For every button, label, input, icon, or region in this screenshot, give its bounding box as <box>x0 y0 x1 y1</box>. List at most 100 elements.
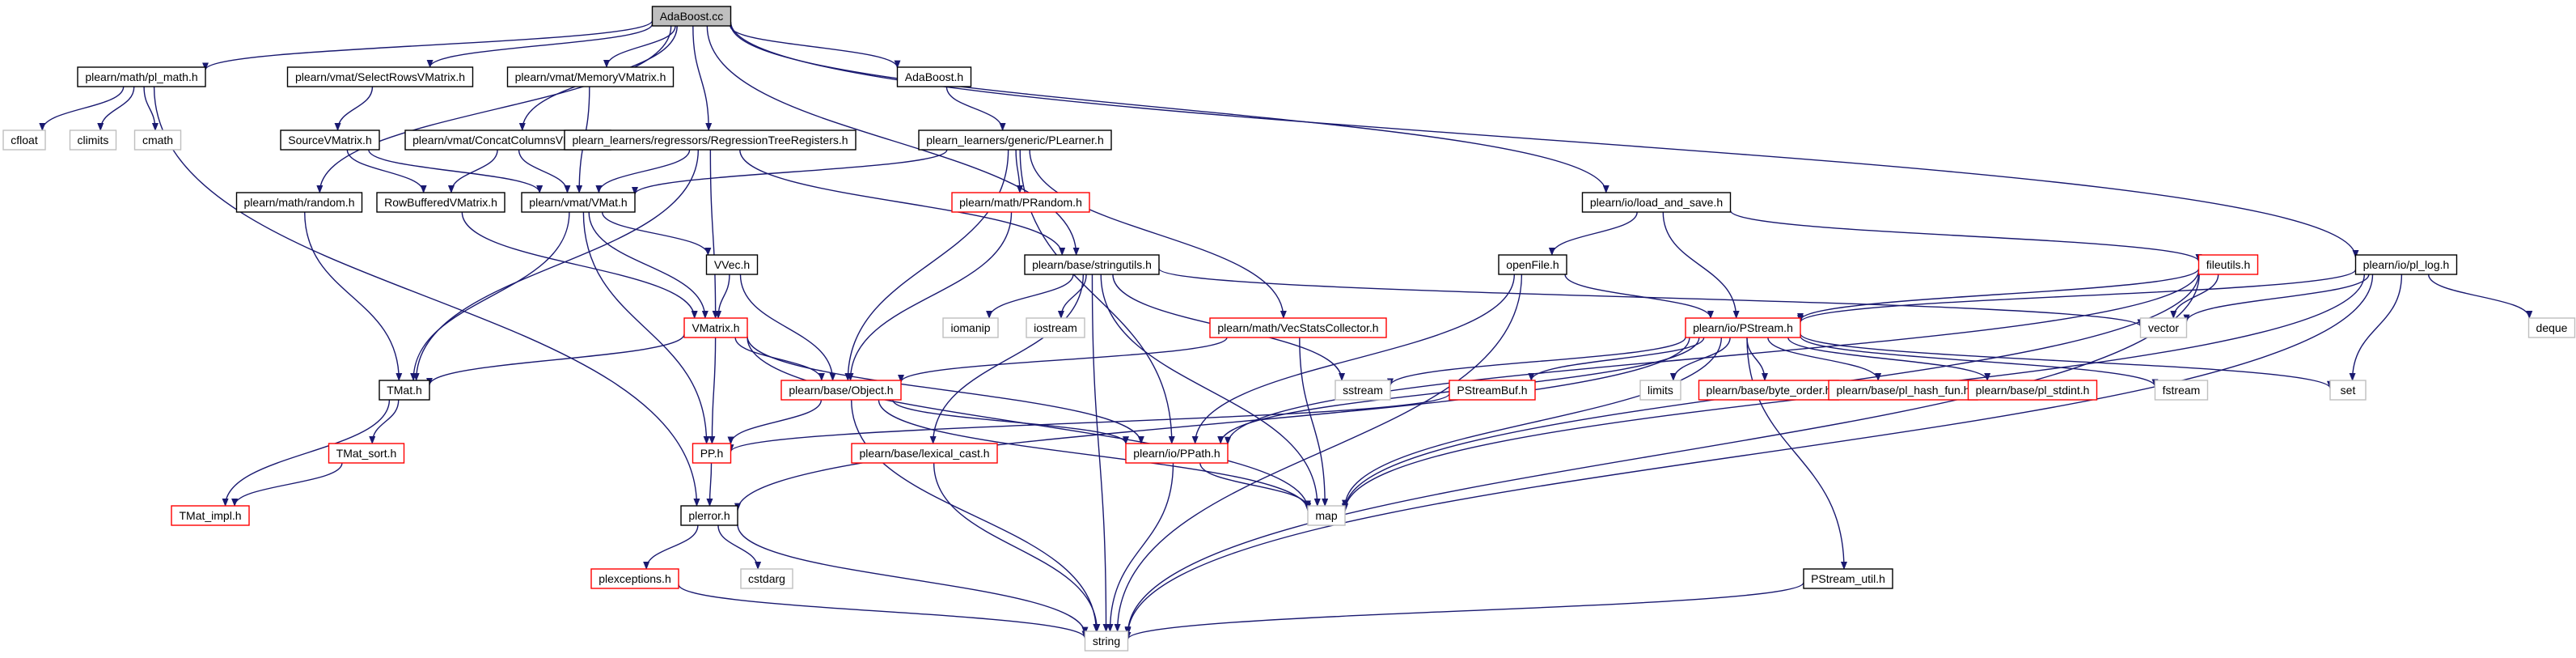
node-box <box>692 443 732 464</box>
node-box <box>851 443 998 464</box>
node-box <box>1498 254 1567 275</box>
node-box <box>951 192 1090 213</box>
node-box <box>69 129 117 151</box>
node-box <box>918 129 1112 151</box>
node-label: cstdarg <box>748 572 785 585</box>
node-box <box>740 568 793 589</box>
node-plearn-math-pl-math-h[interactable]: plearn/math/pl_math.h <box>77 66 206 87</box>
node-label: plearn/base/byte_order.h <box>1707 384 1832 397</box>
node-plearn-base-pl-stdint-h[interactable]: plearn/base/pl_stdint.h <box>1967 380 2098 401</box>
node-plerror-h[interactable]: plerror.h <box>680 505 738 526</box>
node-pstreambuf-h[interactable]: PStreamBuf.h <box>1449 380 1536 401</box>
node-iostream: iostream <box>1026 317 1085 338</box>
node-cfloat: cfloat <box>2 129 46 151</box>
node-label: plearn/math/VecStatsCollector.h <box>1217 321 1378 334</box>
edge-rowbuf-to-vmatrix <box>461 211 698 319</box>
edge-regtree-to-vmat <box>595 149 691 193</box>
node-label: deque <box>2536 321 2568 334</box>
node-box <box>280 129 380 151</box>
node-tmat-impl-h[interactable]: TMat_impl.h <box>171 505 250 526</box>
node-plexceptions-h[interactable]: plexceptions.h <box>590 568 679 589</box>
edge-concatcols-to-rowbuf <box>447 149 498 193</box>
node-label: VVec.h <box>714 258 750 271</box>
edge-pl_math-to-cmath <box>143 86 159 131</box>
node-plearn-io-pl-log-h[interactable]: plearn/io/pl_log.h <box>2354 254 2458 275</box>
node-label: fileutils.h <box>2206 258 2250 271</box>
node-plearn-vmat-vmat-h[interactable]: plearn/vmat/VMat.h <box>521 192 636 213</box>
edge-regtree-to-stringutils <box>739 149 1066 256</box>
edge-sourcevm-to-vmat <box>368 149 544 193</box>
edge-pstream_util-to-string <box>1124 582 1804 640</box>
edge-regtree-to-tmat <box>412 149 700 381</box>
node-plearn-io-load-and-save-h[interactable]: plearn/io/load_and_save.h <box>1581 192 1732 213</box>
node-label: AdaBoost.h <box>905 70 963 83</box>
node-plearn-base-object-h[interactable]: plearn/base/Object.h <box>780 380 902 401</box>
node-box <box>1803 568 1893 589</box>
node-plearn-base-stringutils-h[interactable]: plearn/base/stringutils.h <box>1024 254 1160 275</box>
node-label: string <box>1093 635 1120 647</box>
edge-adaboost_cc-to-load_save <box>730 23 1609 193</box>
edge-pl_log-to-string <box>1124 274 2374 636</box>
node-box <box>2329 380 2367 401</box>
edge-random-to-tmat <box>304 211 403 381</box>
edge-concatcols-to-vmat <box>518 149 571 193</box>
node-plearn-learners-regressors-regressiontreeregisters-h[interactable]: plearn_learners/regressors/RegressionTre… <box>564 129 857 151</box>
node-label: plearn/io/PPath.h <box>1133 447 1220 460</box>
node-plearn-math-random-h[interactable]: plearn/math/random.h <box>235 192 363 213</box>
node-box <box>2 129 46 151</box>
node-plearn-base-byte-order-h[interactable]: plearn/base/byte_order.h <box>1698 380 1840 401</box>
node-plearn-vmat-selectrowsvmatrix-h[interactable]: plearn/vmat/SelectRowsVMatrix.h <box>286 66 474 87</box>
edge-fileutils-to-pstream <box>1797 268 2200 321</box>
edge-selectrows-to-sourcevm <box>334 86 374 131</box>
edge-fileutils-to-string <box>1124 274 2200 635</box>
node-pstream-util-h[interactable]: PStream_util.h <box>1803 568 1893 589</box>
node-label: RowBufferedVMatrix.h <box>384 196 497 209</box>
node-pp-h[interactable]: PP.h <box>692 443 732 464</box>
node-tmat-h[interactable]: TMat.h <box>379 380 430 401</box>
node-box <box>1449 380 1536 401</box>
node-limits: limits <box>1639 380 1681 401</box>
node-plearn-learners-generic-plearner-h[interactable]: plearn_learners/generic/PLearner.h <box>918 129 1112 151</box>
edge-adaboost_cc-to-selectrows <box>426 23 654 68</box>
node-plearn-base-lexical-cast-h[interactable]: plearn/base/lexical_cast.h <box>851 443 998 464</box>
node-climits: climits <box>69 129 117 151</box>
edge-vmatrix-to-pp <box>709 337 717 444</box>
node-fileutils-h[interactable]: fileutils.h <box>2197 254 2259 275</box>
node-plearn-base-pl-hash-fun-h[interactable]: plearn/base/pl_hash_fun.h <box>1828 380 1978 401</box>
node-rowbufferedvmatrix-h[interactable]: RowBufferedVMatrix.h <box>376 192 505 213</box>
node-sourcevmatrix-h[interactable]: SourceVMatrix.h <box>280 129 380 151</box>
node-box <box>1024 254 1160 275</box>
node-label: plearn/vmat/VMat.h <box>529 196 627 209</box>
node-label: PStream_util.h <box>1811 572 1885 585</box>
node-label: PP.h <box>700 447 724 460</box>
node-box <box>1125 443 1229 464</box>
edge-adaboost_cc-to-adaboost_h <box>730 25 901 69</box>
node-plearn-math-prandom-h[interactable]: plearn/math/PRandom.h <box>951 192 1090 213</box>
edge-plearner-to-prandom <box>1015 149 1023 193</box>
node-label: SourceVMatrix.h <box>288 134 371 146</box>
node-vmatrix-h[interactable]: VMatrix.h <box>683 317 748 338</box>
node-box <box>1084 630 1129 652</box>
node-plearn-vmat-memoryvmatrix-h[interactable]: plearn/vmat/MemoryVMatrix.h <box>506 66 675 87</box>
node-label: plearn/math/pl_math.h <box>85 70 197 83</box>
node-openfile-h[interactable]: openFile.h <box>1498 254 1567 275</box>
node-plearn-io-ppath-h[interactable]: plearn/io/PPath.h <box>1125 443 1229 464</box>
node-plearn-math-vecstatscollector-h[interactable]: plearn/math/VecStatsCollector.h <box>1209 317 1387 338</box>
edge-pstream-to-stdint <box>1787 337 1991 381</box>
node-adaboost-cc[interactable]: AdaBoost.cc <box>651 6 732 27</box>
node-label: sstream <box>1343 384 1383 397</box>
node-box <box>2527 317 2576 338</box>
node-vvec-h[interactable]: VVec.h <box>705 254 759 275</box>
node-plearn-io-pstream-h[interactable]: plearn/io/PStream.h <box>1685 317 1801 338</box>
node-box <box>2139 317 2188 338</box>
edge-pstream-to-set <box>1800 333 2333 389</box>
edge-adaboost_h-to-plearner <box>945 86 1006 131</box>
node-label: TMat_sort.h <box>336 447 397 460</box>
edge-vmat-to-tmat <box>410 211 570 381</box>
edge-plearner-to-vmat <box>632 149 948 196</box>
node-adaboost-h[interactable]: AdaBoost.h <box>896 66 972 87</box>
edge-adaboost_cc-to-memoryvm <box>603 25 676 68</box>
node-tmat-sort-h[interactable]: TMat_sort.h <box>328 443 405 464</box>
edge-tmat-to-tmat_sort <box>369 399 400 444</box>
node-cstdarg: cstdarg <box>740 568 793 589</box>
